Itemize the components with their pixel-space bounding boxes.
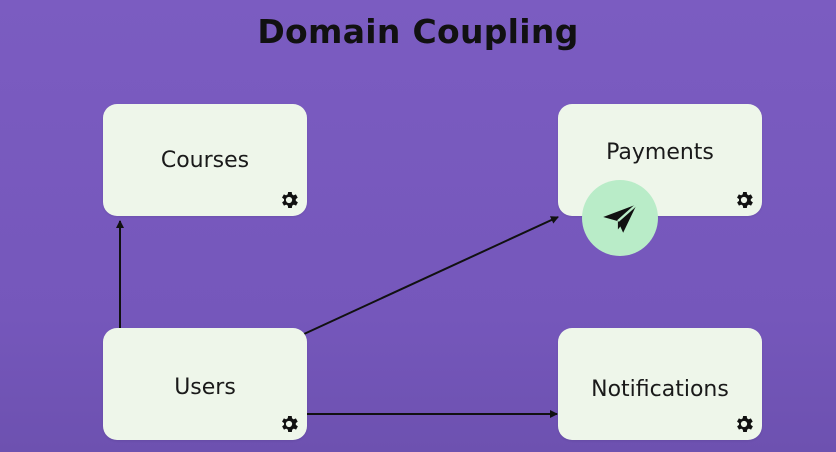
- gear-icon[interactable]: [733, 413, 755, 435]
- node-users[interactable]: Users: [103, 328, 307, 440]
- gear-icon[interactable]: [278, 189, 300, 211]
- payments-send-badge[interactable]: [582, 180, 658, 256]
- gear-icon[interactable]: [278, 413, 300, 435]
- node-courses[interactable]: Courses: [103, 104, 307, 216]
- node-payments-label: Payments: [606, 139, 714, 165]
- node-users-label: Users: [174, 374, 236, 400]
- node-notifications[interactable]: Notifications: [558, 328, 762, 440]
- node-notifications-label: Notifications: [591, 376, 729, 402]
- node-courses-label: Courses: [160, 147, 250, 173]
- send-icon: [603, 203, 638, 233]
- arrow-users-to-payments: [303, 216, 559, 335]
- diagram-title: Domain Coupling: [257, 12, 579, 51]
- gear-icon[interactable]: [733, 189, 755, 211]
